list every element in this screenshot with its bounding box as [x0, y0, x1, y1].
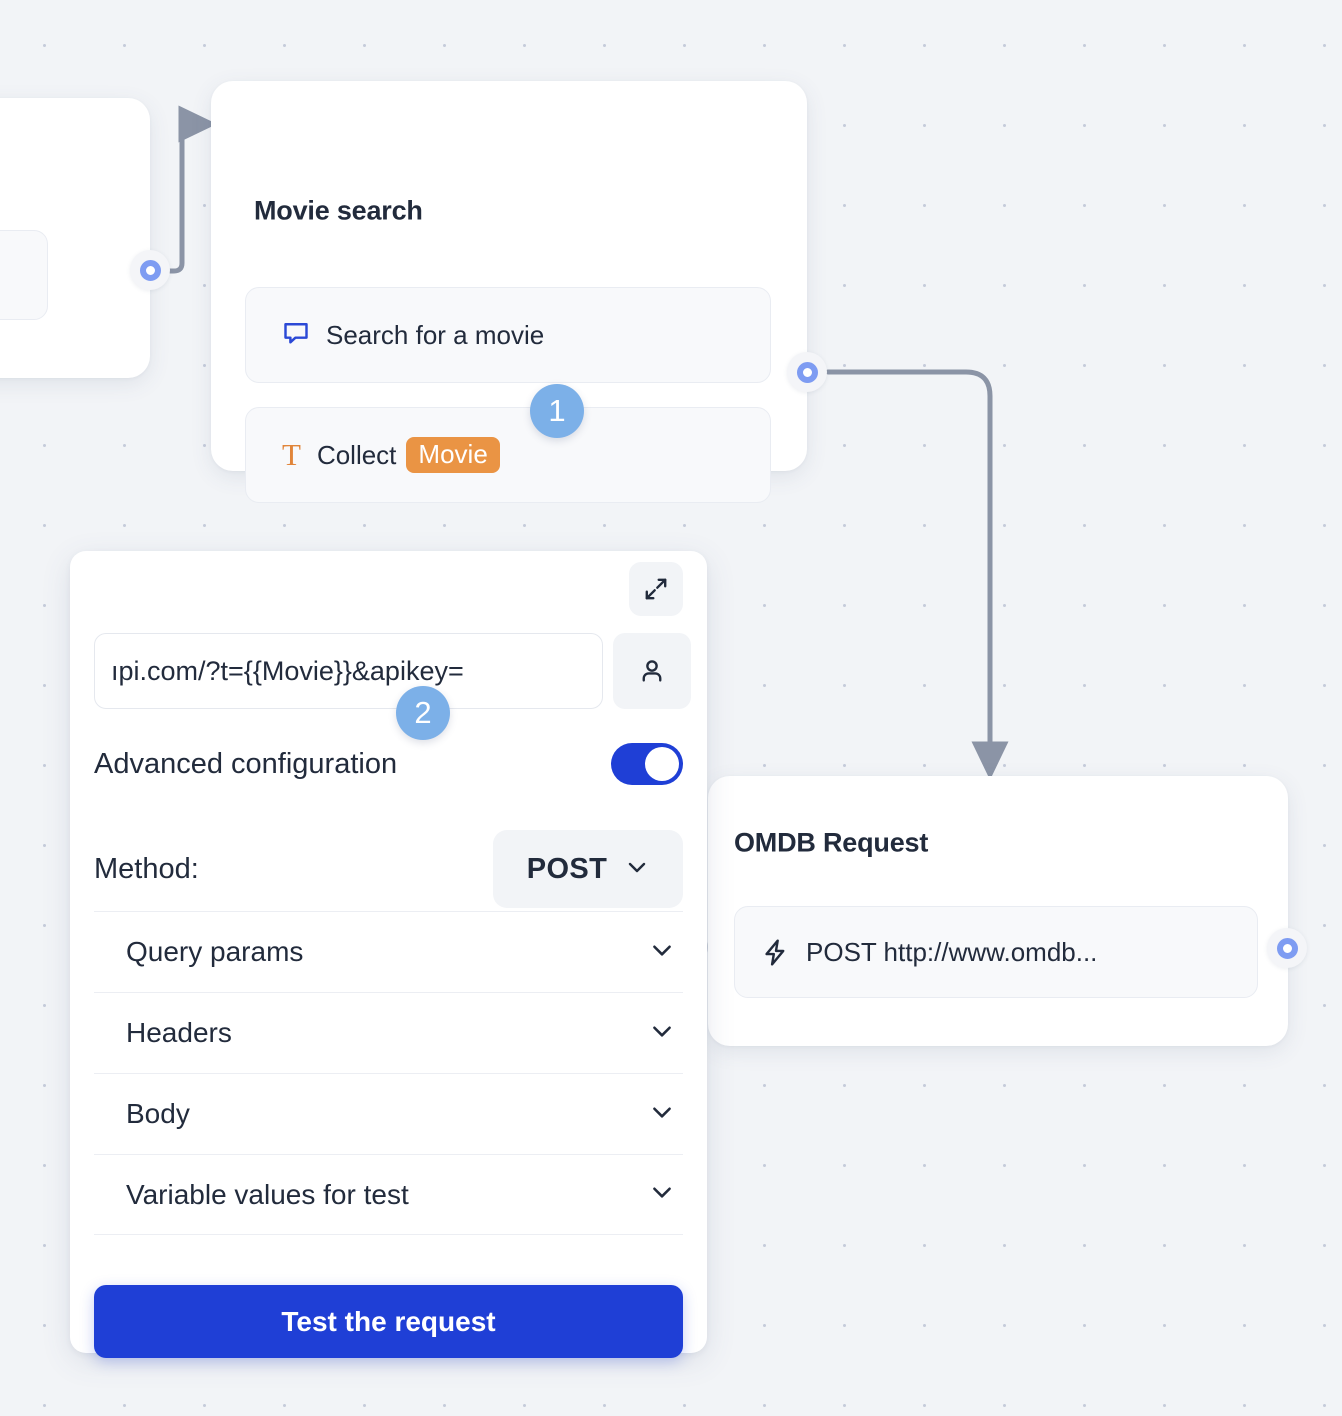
advanced-configuration-label: Advanced configuration — [94, 747, 398, 780]
chevron-down-icon — [649, 1099, 675, 1130]
method-select[interactable]: POST — [493, 830, 683, 908]
url-row: ıpi.com/?t={{Movie}}&apikey= — [94, 633, 691, 709]
accordion-item-headers[interactable]: Headers — [94, 992, 683, 1073]
connector-dot-left-node[interactable] — [130, 250, 170, 290]
accordion-item-query-params[interactable]: Query params — [94, 911, 683, 992]
connector-ring-icon — [1276, 937, 1298, 959]
advanced-configuration-toggle[interactable] — [611, 743, 683, 785]
lightning-bolt-icon — [761, 938, 790, 967]
method-selected-value: POST — [526, 852, 608, 885]
variable-chip-movie[interactable]: Movie — [406, 437, 500, 473]
chevron-down-icon — [625, 855, 649, 884]
node-row-label: Search for a movie — [326, 319, 545, 350]
expand-panel-button[interactable] — [629, 562, 683, 616]
request-accordion: Query params Headers Body — [94, 911, 683, 1235]
node-row-label-post: POST http://www.omdb... — [761, 937, 1097, 968]
speech-bubble-icon — [282, 319, 310, 352]
connector-ring-icon — [139, 259, 161, 281]
connector-ring-icon — [796, 361, 818, 383]
person-icon — [637, 656, 667, 686]
connector-dot-movie-search-output[interactable] — [787, 352, 827, 392]
node-movie-search[interactable]: Movie search Search for a movie T Collec… — [211, 81, 807, 503]
node-title-omdb-request: OMDB Request — [734, 827, 929, 858]
account-auth-button[interactable] — [613, 633, 691, 709]
partial-node-row[interactable] — [0, 230, 48, 320]
connector-dot-omdb-output[interactable] — [1267, 928, 1307, 968]
accordion-label: Variable values for test — [126, 1178, 409, 1210]
method-label: Method: — [94, 852, 199, 885]
step-badge-2: 2 — [396, 686, 450, 740]
node-row-post-request[interactable]: POST http://www.omdb... — [734, 906, 1258, 998]
accordion-label: Body — [126, 1098, 190, 1129]
accordion-label: Headers — [126, 1017, 232, 1048]
accordion-item-body[interactable]: Body — [94, 1073, 683, 1154]
advanced-configuration-row: Advanced configuration — [94, 743, 683, 785]
chevron-down-icon — [649, 937, 675, 968]
chevron-down-icon — [649, 1018, 675, 1049]
step-badge-1: 1 — [530, 384, 584, 438]
method-row: Method: POST — [94, 830, 683, 908]
partial-node-card[interactable] — [0, 98, 150, 378]
node-row-collect-movie[interactable]: T Collect Movie — [245, 407, 771, 503]
request-url-value: ıpi.com/?t={{Movie}}&apikey= — [111, 655, 464, 686]
chevron-down-icon — [649, 1179, 675, 1210]
test-the-request-button[interactable]: Test the request — [94, 1285, 683, 1358]
collect-label: Collect — [316, 439, 397, 470]
text-t-icon: T — [282, 436, 301, 472]
expand-diagonal-icon — [643, 576, 669, 602]
node-row-search-for-a-movie[interactable]: Search for a movie — [245, 287, 771, 383]
node-row-label-collect: Collect Movie — [317, 437, 500, 473]
accordion-label: Query params — [126, 936, 304, 967]
accordion-item-variable-values-for-test[interactable]: Variable values for test — [94, 1154, 683, 1235]
node-title-movie-search: Movie search — [254, 195, 423, 226]
request-config-panel[interactable]: ıpi.com/?t={{Movie}}&apikey= Advanced co… — [70, 551, 707, 1353]
request-url-input[interactable]: ıpi.com/?t={{Movie}}&apikey= — [94, 633, 603, 709]
node-omdb-request[interactable]: OMDB Request POST http://www.omdb... — [708, 776, 1288, 1046]
post-url-text: POST http://www.omdb... — [806, 936, 1098, 967]
toggle-knob — [645, 747, 679, 781]
